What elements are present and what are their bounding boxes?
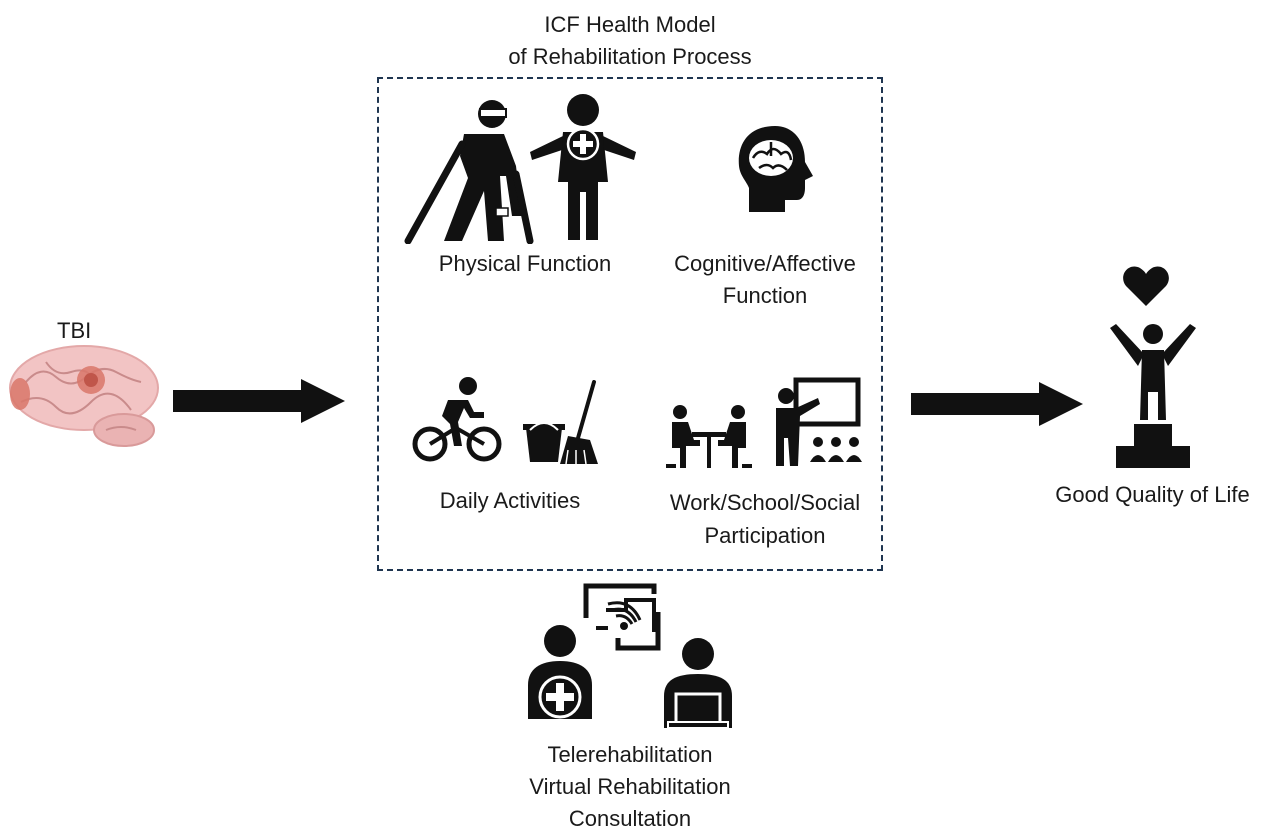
meeting-icon bbox=[666, 405, 752, 468]
arrow-right-icon-2 bbox=[911, 382, 1083, 426]
head-brain-icon bbox=[738, 126, 813, 212]
physical-function-label: Physical Function bbox=[438, 251, 612, 276]
telerehabilitation-label-line2: Virtual Rehabilitation bbox=[529, 774, 731, 799]
cognitive-function-label-line2: Function bbox=[722, 283, 808, 308]
bucket-broom-icon bbox=[523, 380, 598, 465]
telerehabilitation-label-line3: Consultation bbox=[568, 806, 692, 831]
good-quality-of-life-label: Good Quality of Life bbox=[1055, 482, 1250, 507]
participation-label-line2: Participation bbox=[704, 523, 826, 548]
injured-brain-icon bbox=[9, 345, 159, 447]
telerehabilitation-label-line1: Telerehabilitation bbox=[547, 742, 713, 767]
daily-activities-label: Daily Activities bbox=[439, 488, 581, 513]
cognitive-function-label-line1: Cognitive/Affective bbox=[674, 251, 856, 276]
diagram-title-line2: of Rehabilitation Process bbox=[508, 44, 752, 69]
heart-icon bbox=[1123, 266, 1169, 306]
diagram-title-line1: ICF Health Model bbox=[544, 12, 716, 37]
remote-connection-icon bbox=[583, 583, 661, 651]
tbi-label: TBI bbox=[57, 318, 92, 343]
arrow-right-icon bbox=[173, 379, 345, 423]
crutches-patient-icon bbox=[404, 100, 534, 244]
winner-podium-icon bbox=[1110, 324, 1196, 468]
patient-laptop-icon bbox=[664, 638, 732, 729]
icf-model-box bbox=[377, 77, 883, 571]
doctor-laptop-icon bbox=[528, 625, 592, 719]
cyclist-icon bbox=[412, 377, 502, 462]
healthcare-worker-icon bbox=[530, 94, 636, 240]
teacher-classroom-icon bbox=[776, 377, 862, 466]
participation-label-line1: Work/School/Social bbox=[669, 490, 861, 515]
